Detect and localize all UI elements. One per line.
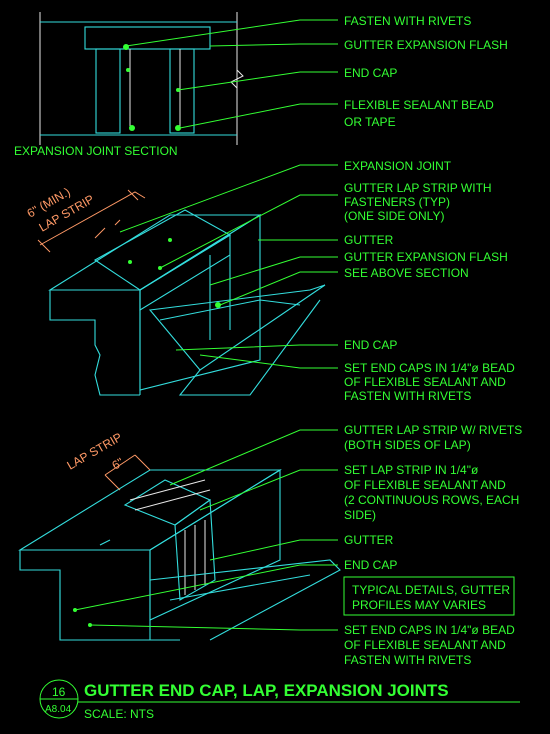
note-line-2: PROFILES MAY VARIES: [352, 598, 486, 612]
callout-end-cap: END CAP: [344, 66, 397, 80]
section-callouts: FASTEN WITH RIVETS GUTTER EXPANSION FLAS…: [344, 14, 508, 129]
callout-lap-strip-3: (ONE SIDE ONLY): [344, 209, 444, 223]
callout-gutter: GUTTER: [344, 233, 394, 247]
callout-or-tape: OR TAPE: [344, 115, 396, 129]
expansion-joint-iso: [37, 164, 338, 396]
callout-set-lap-strip-4: SIDE): [344, 508, 376, 522]
callout-set-lap-strip-3: (2 CONTINUOUS ROWS, EACH: [344, 493, 519, 507]
callout-set-end-caps-lower-2: OF FLEXIBLE SEALANT AND: [344, 638, 506, 652]
callout-set-end-caps-lower-1: SET END CAPS IN 1/4"ø BEAD: [344, 623, 515, 637]
callout-expansion-joint: EXPANSION JOINT: [344, 159, 452, 173]
callout-set-end-caps-lower-3: FASTEN WITH RIVETS: [344, 653, 471, 667]
drawing-title: GUTTER END CAP, LAP, EXPANSION JOINTS: [84, 681, 449, 700]
callout-set-end-caps-2: OF FLEXIBLE SEALANT AND: [344, 375, 506, 389]
callout-end-cap-mid: END CAP: [344, 338, 397, 352]
callout-set-end-caps-1: SET END CAPS IN 1/4"ø BEAD: [344, 361, 515, 375]
section-caption: EXPANSION JOINT SECTION: [14, 144, 178, 158]
callout-set-end-caps-3: FASTEN WITH RIVETS: [344, 389, 471, 403]
expansion-joint-section: [39, 12, 338, 145]
note-line-1: TYPICAL DETAILS, GUTTER: [352, 583, 510, 597]
callout-lap-strip-rivets-1: GUTTER LAP STRIP W/ RIVETS: [344, 423, 522, 437]
sheet-number: A8.04: [45, 704, 72, 715]
callout-see-above: SEE ABOVE SECTION: [344, 266, 469, 280]
callout-gutter-lower: GUTTER: [344, 533, 394, 547]
callout-end-cap-lower: END CAP: [344, 558, 397, 572]
callout-set-lap-strip-2: OF FLEXIBLE SEALANT AND: [344, 478, 506, 492]
middle-dimension-labels: 6" (MIN.) LAP STRIP: [25, 185, 97, 235]
callout-fasten-rivets: FASTEN WITH RIVETS: [344, 14, 471, 28]
title-block: 16 A8.04 GUTTER END CAP, LAP, EXPANSION …: [39, 679, 520, 721]
lap-iso: [18, 429, 341, 641]
callout-expansion-flash: GUTTER EXPANSION FLASH: [344, 250, 508, 264]
lower-dimension-labels: LAP STRIP 6": [65, 430, 126, 473]
callout-lap-strip-1: GUTTER LAP STRIP WITH: [344, 181, 492, 195]
callout-sealant-bead: FLEXIBLE SEALANT BEAD: [344, 98, 494, 112]
callout-set-lap-strip-1: SET LAP STRIP IN 1/4"ø: [344, 463, 479, 477]
note-box: TYPICAL DETAILS, GUTTER PROFILES MAY VAR…: [343, 576, 515, 616]
callout-lap-strip-rivets-2: (BOTH SIDES OF LAP): [344, 438, 471, 452]
middle-callouts: EXPANSION JOINT GUTTER LAP STRIP WITH FA…: [344, 159, 515, 403]
scale-note: SCALE: NTS: [84, 707, 154, 721]
lower-callouts: GUTTER LAP STRIP W/ RIVETS (BOTH SIDES O…: [344, 423, 522, 667]
callout-lap-strip-2: FASTENERS (TYP): [344, 195, 450, 209]
callout-gutter-expansion-flash: GUTTER EXPANSION FLASH: [344, 38, 508, 52]
detail-number: 16: [52, 685, 66, 699]
